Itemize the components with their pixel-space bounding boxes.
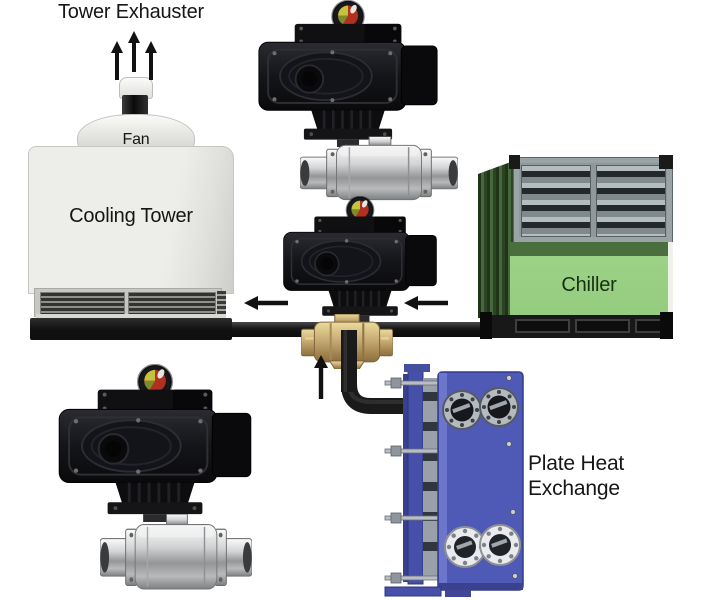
louver-panel	[128, 292, 216, 315]
fan-label: Fan	[122, 131, 150, 148]
exchanger-port-bottom-left	[444, 526, 486, 568]
cooling-tower-base	[30, 318, 232, 340]
cooling-tower-label: Cooling Tower	[69, 204, 193, 227]
chiller-top-band	[510, 242, 670, 256]
flow-arrow-from-exchanger	[314, 355, 328, 399]
chiller-edge-strip	[668, 242, 673, 315]
chiller-base-panel	[575, 319, 630, 333]
louver-end	[217, 291, 226, 314]
chiller-corner-block	[660, 312, 673, 339]
tie-rods	[384, 377, 439, 584]
plate-heat-exchange-label: Plate Heat Exchange	[528, 451, 658, 501]
chiller-base	[482, 315, 672, 338]
flow-arrow-to-tower	[244, 296, 288, 310]
exchanger-port-top-right	[479, 387, 519, 427]
exchanger-port-top-left	[442, 390, 482, 430]
cooling-tower-body: Cooling Tower	[28, 146, 234, 294]
valve-actuator-bottom	[56, 364, 254, 522]
plate-heat-exchanger	[384, 364, 524, 597]
ball-valve-bottom	[100, 514, 252, 596]
exchanger-port-bottom-right	[479, 524, 521, 566]
flow-arrow-from-chiller	[404, 296, 448, 310]
plate-heat-label-line1: Plate Heat	[528, 452, 625, 475]
chiller-front-panel: Chiller	[510, 256, 668, 315]
tee-drop-pipe	[341, 330, 357, 392]
tower-exhauster-label: Tower Exhauster	[58, 1, 204, 23]
valve-actuator-top	[256, 0, 440, 147]
chiller-grille	[513, 157, 673, 243]
chiller-side-panel	[478, 160, 516, 318]
up-arrow-icon	[314, 355, 328, 399]
louver-panel	[40, 292, 125, 315]
cooling-tower-louvers	[34, 288, 226, 317]
tower-exhaust-arrows	[111, 31, 157, 80]
left-arrow-icon	[244, 296, 288, 310]
chiller-corner-cap	[509, 155, 520, 169]
chiller-corner-block	[480, 312, 492, 339]
grille-panel	[596, 165, 666, 237]
up-arrow-icon	[111, 41, 123, 80]
cooling-tower: Fan Cooling Tower	[0, 0, 260, 345]
plate-heat-label-line2: Exchange	[528, 477, 620, 500]
cooling-tower-sill	[36, 314, 226, 319]
grille-panel	[521, 165, 591, 237]
up-arrow-icon	[145, 41, 157, 80]
chiller-base-panel	[515, 319, 570, 333]
chiller-corner-cap	[659, 155, 673, 169]
left-arrow-icon	[404, 296, 448, 310]
up-arrow-icon	[128, 31, 140, 72]
chiller-label: Chiller	[561, 274, 617, 296]
